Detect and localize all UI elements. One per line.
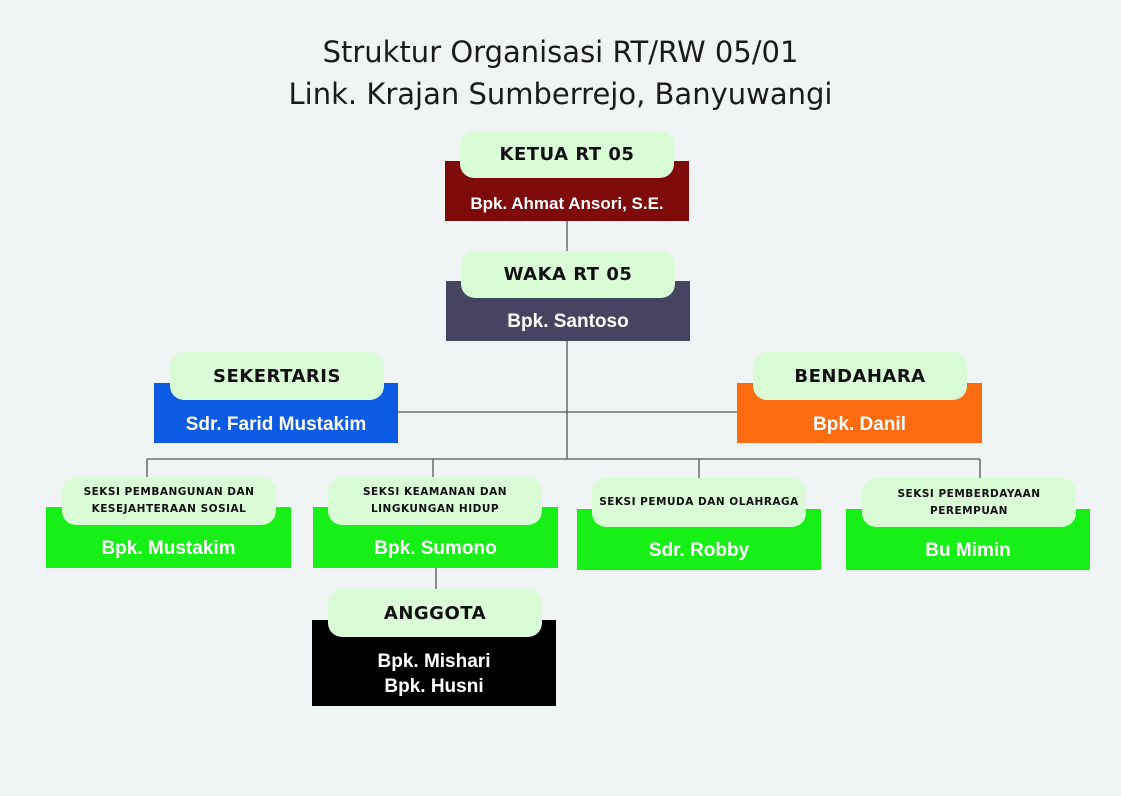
chart-title-line-1: Struktur Organisasi RT/RW 05/01 — [322, 35, 799, 69]
seksi-keamanan-role-label: SEKSI KEAMANAN DAN LINGKUNGAN HIDUP — [328, 477, 542, 525]
anggota-role-label: ANGGOTA — [328, 589, 542, 637]
ketua-role-label: KETUA RT 05 — [460, 131, 674, 178]
waka-name: Bpk. Santoso — [507, 311, 629, 332]
waka-role-label: WAKA RT 05 — [461, 251, 675, 298]
anggota-members: Bpk. Mishari Bpk. Husni — [312, 642, 556, 706]
sekertaris-name: Sdr. Farid Mustakim — [185, 414, 367, 435]
chart-title-line-2: Link. Krajan Sumberrejo, Banyuwangi — [288, 77, 833, 111]
ketua-name: Bpk. Ahmat Ansori, S.E. — [470, 194, 664, 213]
bendahara-name: Bpk. Danil — [813, 414, 906, 435]
seksi-keamanan-name: Bpk. Sumono — [374, 538, 497, 559]
anggota-member-2: Bpk. Husni — [384, 676, 484, 697]
bendahara-role-label: BENDAHARA — [753, 352, 967, 400]
seksi-pembangunan-role-label: SEKSI PEMBANGUNAN DAN KESEJAHTERAAN SOSI… — [62, 477, 276, 525]
anggota-member-1: Bpk. Mishari — [377, 651, 491, 672]
seksi-pemuda-name: Sdr. Robby — [648, 540, 750, 561]
sekertaris-role-label: SEKERTARIS — [170, 352, 384, 400]
seksi-pemberdayaan-name: Bu Mimin — [925, 540, 1011, 561]
seksi-pemberdayaan-role-label: SEKSI PEMBERDAYAAN PEREMPUAN — [862, 478, 1076, 527]
seksi-pemuda-role-label: SEKSI PEMUDA DAN OLAHRAGA — [592, 478, 806, 527]
seksi-pembangunan-name: Bpk. Mustakim — [101, 538, 236, 559]
